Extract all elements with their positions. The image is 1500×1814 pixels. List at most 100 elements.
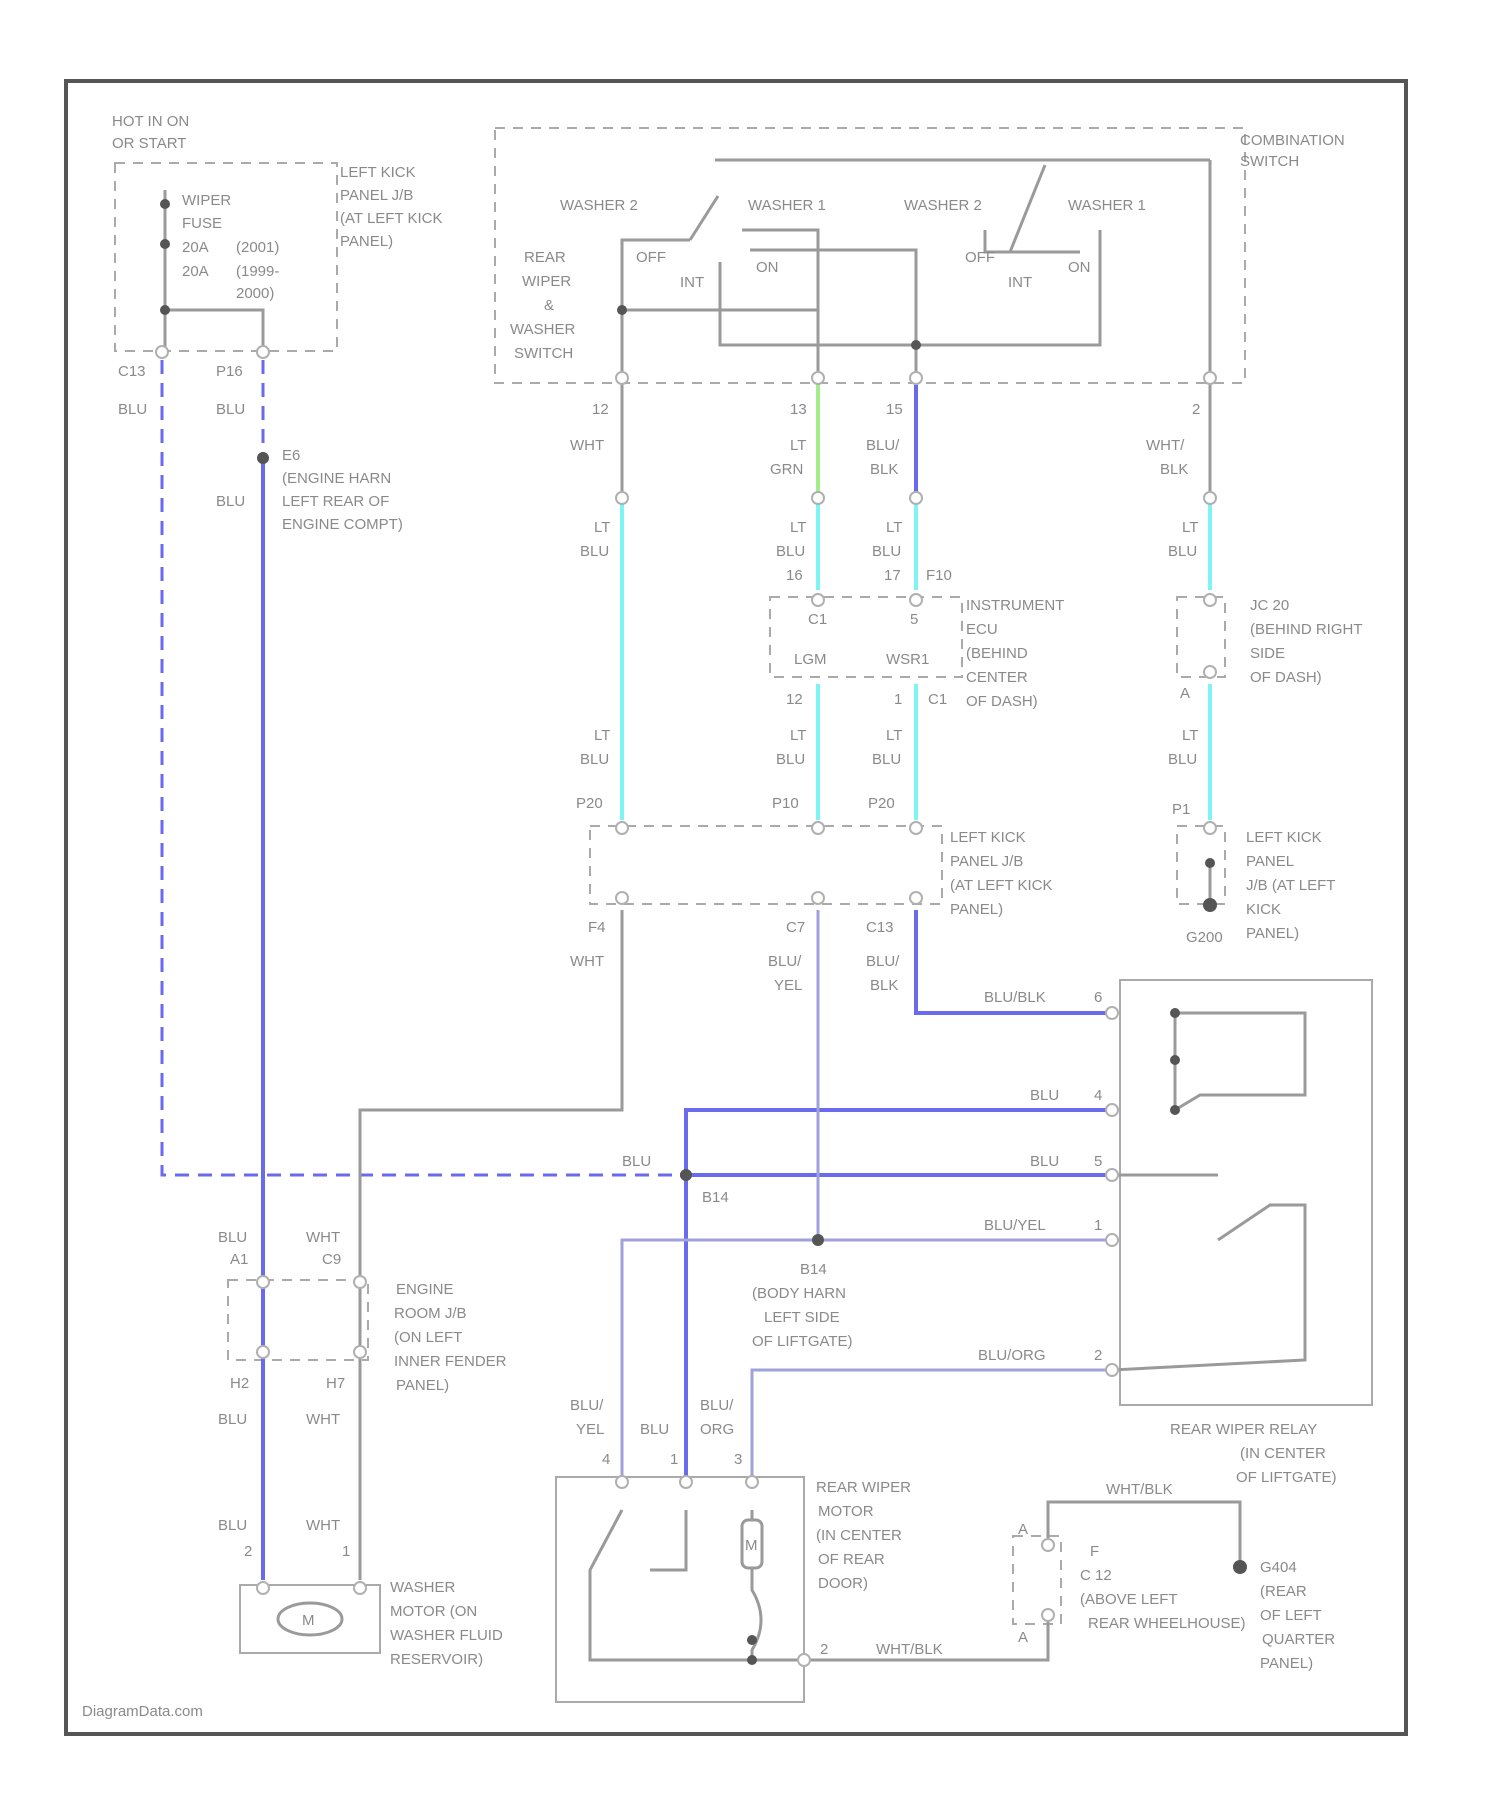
rear-wiper-motor-box xyxy=(556,1477,804,1702)
label-relay-1: REAR WIPER RELAY xyxy=(1170,1421,1317,1438)
label-combination-1: COMBINATION xyxy=(1240,132,1345,149)
label-pin-p20b: P20 xyxy=(868,795,895,812)
label-ljb-r-1: LEFT KICK xyxy=(1246,829,1322,846)
label-wht-blk-2: WHT/BLK xyxy=(876,1641,943,1658)
splice-fuse-1 xyxy=(160,199,170,209)
label-ic-pin-a: A xyxy=(1018,1521,1028,1538)
label-relay-pin-5: 5 xyxy=(1094,1153,1102,1170)
label-blu-blk-2b: BLK xyxy=(870,977,898,994)
splice-motor-1 xyxy=(747,1655,757,1665)
wire-wht-blk-ground xyxy=(1048,1502,1240,1567)
switch-internal-h xyxy=(985,230,1080,252)
label-erjb-2: ROOM J/B xyxy=(394,1305,467,1322)
label-pin-2: 2 xyxy=(1192,401,1200,418)
label-g404-5: PANEL) xyxy=(1260,1655,1313,1672)
label-ic-pin-b: A xyxy=(1018,1629,1028,1646)
label-erjb-1: ENGINE xyxy=(396,1281,454,1298)
label-ecu-4: CENTER xyxy=(966,669,1028,686)
label-wht-2: WHT xyxy=(570,953,604,970)
relay-switch xyxy=(1112,1205,1305,1370)
label-e6: E6 xyxy=(282,447,300,464)
label-blu-11: BLU xyxy=(1168,751,1197,768)
label-motor-pin-2: 2 xyxy=(820,1641,828,1658)
label-eng-harn-2: LEFT REAR OF xyxy=(282,493,389,510)
label-g200: G200 xyxy=(1186,929,1223,946)
label-ljb-mid-1: LEFT KICK xyxy=(950,829,1026,846)
label-pin-12b: 12 xyxy=(786,691,803,708)
label-pin-5: 5 xyxy=(910,611,918,628)
label-ljb-top-3: (AT LEFT KICK xyxy=(340,210,443,227)
splice-relay-1 xyxy=(1170,1008,1180,1018)
label-washer-pin-1: 1 xyxy=(342,1543,350,1560)
label-blu-2: BLU xyxy=(216,401,245,418)
label-grn-1: GRN xyxy=(770,461,803,478)
label-off-a: OFF xyxy=(636,249,666,266)
label-blu-3: BLU xyxy=(216,493,245,510)
label-rwm-2: MOTOR xyxy=(818,1503,874,1520)
label-lt-2: LT xyxy=(594,519,610,536)
label-lt-7: LT xyxy=(790,727,806,744)
label-ljb-top-2: PANEL J/B xyxy=(340,187,413,204)
label-relay-2: (IN CENTER xyxy=(1240,1445,1326,1462)
splice-switch-1 xyxy=(617,305,627,315)
label-rear-motor-m: M xyxy=(745,1537,758,1554)
label-ljb-r-2: PANEL xyxy=(1246,853,1294,870)
label-relay-3: OF LIFTGATE) xyxy=(1236,1469,1337,1486)
label-pin-c1: C1 xyxy=(808,611,827,628)
label-rear-switch-2: WIPER xyxy=(522,273,571,290)
label-fuse-a2: (2001) xyxy=(236,239,279,256)
splice-relay-3 xyxy=(1170,1105,1180,1115)
label-blu-13: BLU xyxy=(218,1411,247,1428)
label-lt-1: LT xyxy=(790,437,806,454)
left-kick-jb-right-box xyxy=(1177,826,1225,904)
label-lt-8: LT xyxy=(886,727,902,744)
label-washer2-a: WASHER 2 xyxy=(560,197,638,214)
label-lt-5: LT xyxy=(1182,519,1198,536)
label-blu-1: BLU xyxy=(118,401,147,418)
engine-room-jb-box xyxy=(228,1280,368,1360)
wire-blu-org-relay-2 xyxy=(752,1370,1112,1478)
label-blu-15: BLU xyxy=(640,1421,669,1438)
label-ljb-mid-3: (AT LEFT KICK xyxy=(950,877,1053,894)
label-off-b: OFF xyxy=(965,249,995,266)
label-pin-12: 12 xyxy=(592,401,609,418)
label-wht-blk-1a: WHT/ xyxy=(1146,437,1185,454)
label-rear-switch-5: SWITCH xyxy=(514,345,573,362)
label-jc-1: JC 20 xyxy=(1250,597,1289,614)
label-ic-3: (ABOVE LEFT xyxy=(1080,1591,1178,1608)
label-rear-switch-3: & xyxy=(544,297,554,314)
label-int-b: INT xyxy=(1008,274,1032,291)
label-fuse-a1: 20A xyxy=(182,239,209,256)
label-on-a: ON xyxy=(756,259,779,276)
label-body-harn-1: (BODY HARN xyxy=(752,1285,846,1302)
label-pin-1b: 1 xyxy=(894,691,902,708)
label-pin-p20: P20 xyxy=(576,795,603,812)
label-erjb-3: (ON LEFT xyxy=(394,1329,462,1346)
ground-g404 xyxy=(1233,1560,1247,1574)
label-fuse-b1: 20A xyxy=(182,263,209,280)
motor-internal-4 xyxy=(752,1568,761,1660)
label-wht-5: WHT xyxy=(306,1517,340,1534)
label-body-harn-2: LEFT SIDE xyxy=(764,1309,840,1326)
label-blu-yel-1b: YEL xyxy=(774,977,802,994)
label-motor-pin-1: 1 xyxy=(670,1451,678,1468)
splice-g200 xyxy=(1205,858,1215,868)
jc20-box xyxy=(1177,597,1225,677)
label-hot-in-on: HOT IN ON xyxy=(112,113,189,130)
label-wire-blu-org: BLU/ORG xyxy=(978,1347,1046,1364)
label-pin-13: 13 xyxy=(790,401,807,418)
motor-internal-2 xyxy=(650,1510,686,1570)
label-lt-3: LT xyxy=(790,519,806,536)
label-rwm-4: OF REAR xyxy=(818,1551,885,1568)
label-pin-a1: A1 xyxy=(230,1251,248,1268)
label-pin-c1c: C1 xyxy=(928,691,947,708)
label-fuse-b3: 2000) xyxy=(236,285,274,302)
label-relay-pin-6: 6 xyxy=(1094,989,1102,1006)
label-wht-blk-1b: BLK xyxy=(1160,461,1188,478)
label-wht-4: WHT xyxy=(306,1411,340,1428)
label-washer1-a: WASHER 1 xyxy=(748,197,826,214)
label-motor-pin-4: 4 xyxy=(602,1451,610,1468)
label-lt-9: LT xyxy=(1182,727,1198,744)
label-rear-switch-1: REAR xyxy=(524,249,566,266)
